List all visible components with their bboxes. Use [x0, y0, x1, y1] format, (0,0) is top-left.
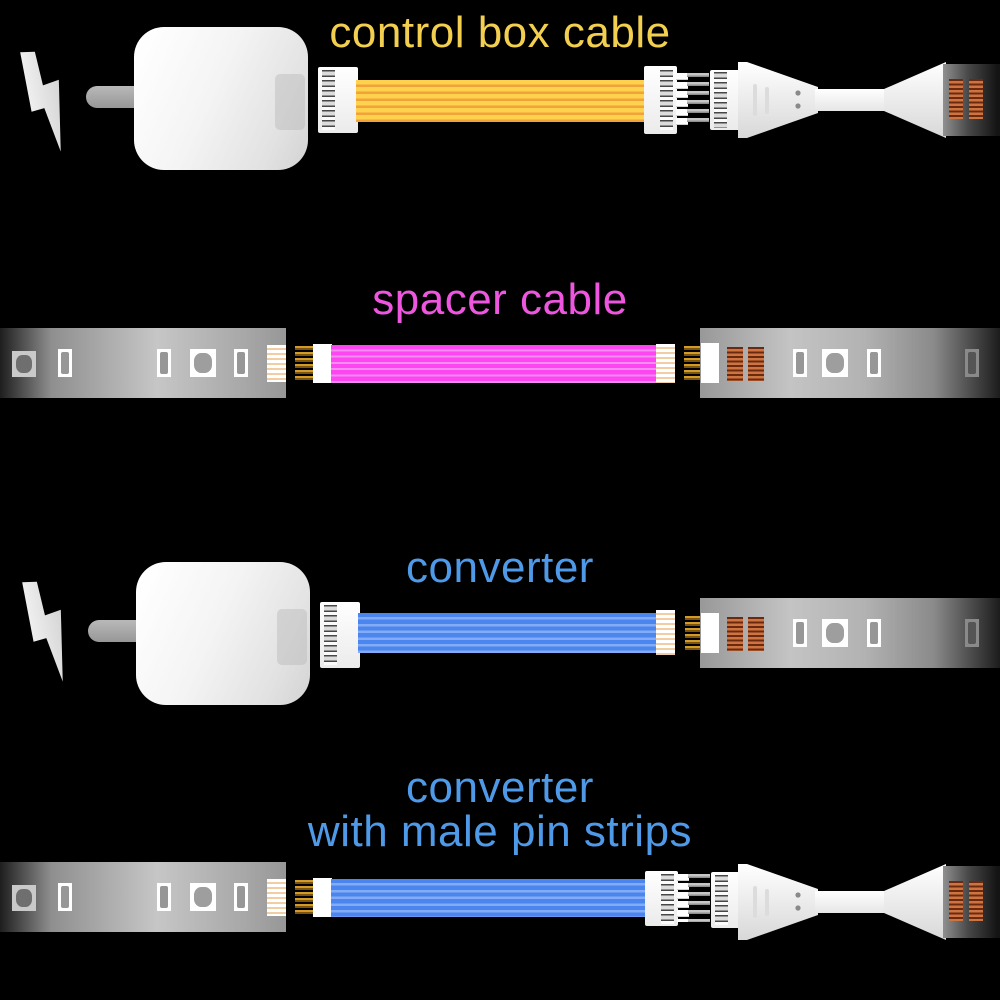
led [822, 619, 848, 647]
pin-contacts [660, 70, 673, 130]
lightning-icon [20, 51, 61, 152]
row4-label-line2: with male pin strips [307, 807, 693, 856]
gold-pins [295, 346, 314, 382]
led-strip-left [0, 328, 286, 398]
adapter-port [277, 609, 307, 665]
male-pins [687, 73, 709, 127]
spacer-cable-ribbon [331, 345, 657, 383]
adapter-port [275, 74, 305, 130]
connector-housing [738, 864, 818, 940]
solder-pads [748, 617, 764, 651]
pin-housing [677, 874, 689, 922]
cable-connector-female [320, 602, 360, 668]
plug-prong [86, 86, 138, 108]
led-strip-end [943, 866, 1000, 938]
solder-pads [969, 881, 983, 921]
power-adapter [134, 27, 308, 170]
pin-contacts [714, 72, 727, 128]
strip-pad-end [701, 343, 719, 383]
cable-crimp [656, 610, 675, 655]
gold-pins [685, 616, 704, 652]
resistor [234, 349, 248, 377]
resistor [867, 619, 881, 647]
led [12, 351, 36, 377]
solder-pads [727, 617, 743, 651]
strip-pad-end [701, 613, 719, 653]
resistor [965, 349, 979, 377]
connector-cable [815, 891, 887, 913]
led [190, 349, 216, 377]
resistor [965, 619, 979, 647]
led [12, 885, 36, 911]
cable-crimp [313, 344, 332, 383]
gold-pins [684, 346, 703, 382]
pin-contacts [661, 874, 674, 924]
gold-pins [295, 880, 314, 916]
led-strip-right [700, 328, 1000, 398]
cable-crimp [656, 344, 675, 383]
strip-pad-end [267, 345, 286, 382]
resistor [793, 619, 807, 647]
solder-pads [748, 347, 764, 381]
male-pins [688, 874, 710, 922]
solder-pads [949, 79, 963, 119]
cable-crimp [313, 878, 332, 917]
strip-connector-housing [884, 864, 946, 940]
connector-cable [815, 89, 887, 111]
strip-connector-housing [884, 62, 946, 138]
cable-connector-male [645, 871, 678, 926]
resistor [867, 349, 881, 377]
converter-cable-ribbon [358, 613, 656, 653]
resistor [58, 883, 72, 911]
plug-prong [88, 620, 140, 642]
row3-label: converter [406, 543, 594, 592]
resistor [157, 883, 171, 911]
cable-connector-male [644, 66, 677, 134]
receptacle-connector [710, 70, 740, 130]
solder-pads [969, 79, 983, 119]
cable-connector-female [318, 67, 358, 133]
resistor [58, 349, 72, 377]
pin-contacts [322, 70, 335, 130]
solder-pads [727, 347, 743, 381]
led [190, 883, 216, 911]
led [822, 349, 848, 377]
lightning-icon [22, 581, 63, 682]
led-strip-end [943, 64, 1000, 136]
led-strip-right [700, 598, 1000, 668]
receptacle-connector [711, 872, 741, 928]
pin-contacts [715, 875, 728, 925]
strip-pad-end [267, 879, 286, 916]
row1-label: control box cable [329, 8, 671, 57]
row2-label: spacer cable [372, 275, 628, 324]
row4-label: converter with male pin strips [0, 766, 1000, 854]
control-box-cable-ribbon [356, 80, 646, 122]
pin-housing [676, 73, 688, 127]
led-strip-left [0, 862, 286, 932]
connector-housing [738, 62, 818, 138]
resistor [234, 883, 248, 911]
power-adapter [136, 562, 310, 705]
resistor [157, 349, 171, 377]
row4-label-line1: converter [406, 763, 594, 812]
solder-pads [949, 881, 963, 921]
resistor [793, 349, 807, 377]
converter-cable-ribbon [331, 879, 646, 917]
pin-contacts [324, 605, 337, 665]
